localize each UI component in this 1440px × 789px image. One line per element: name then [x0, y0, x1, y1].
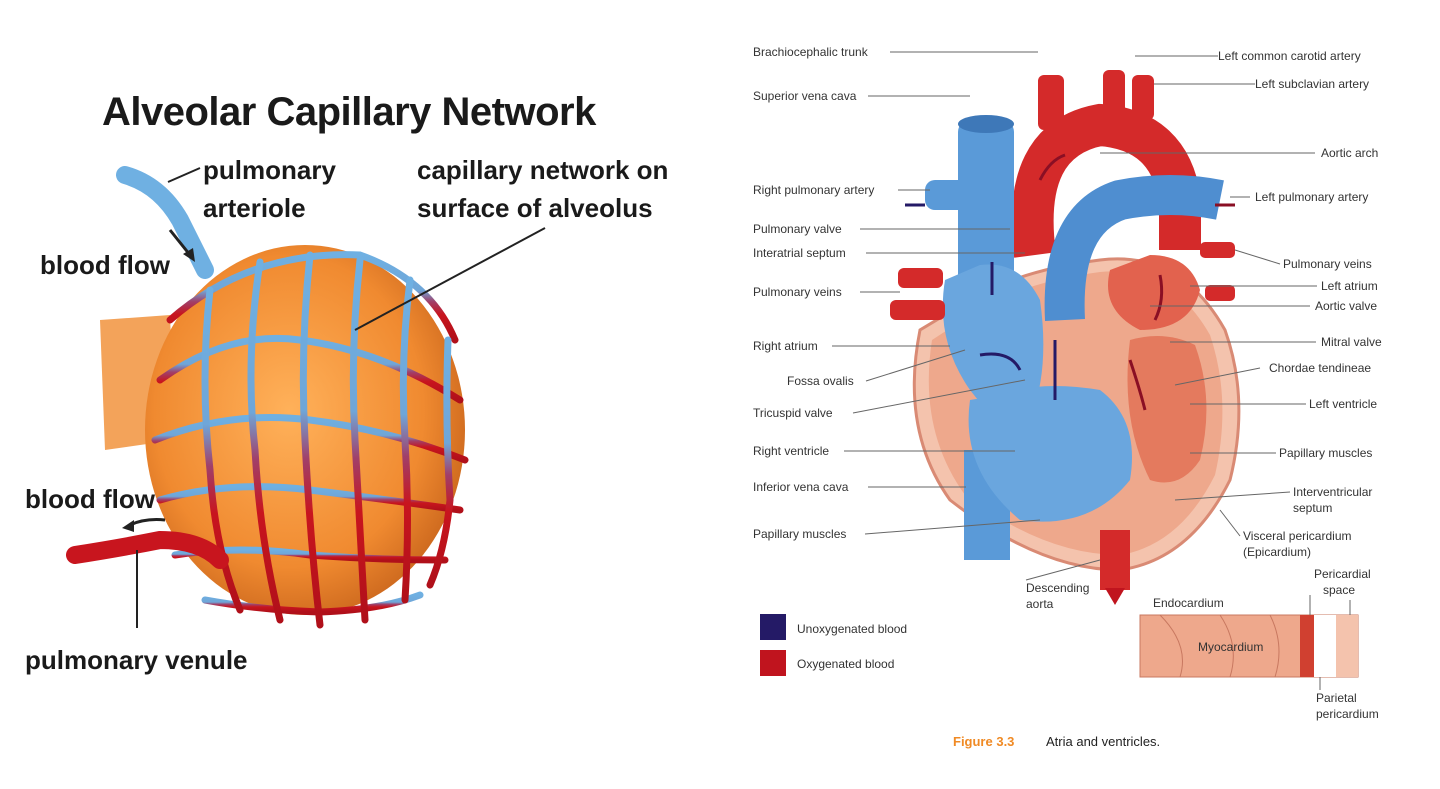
left-atrium — [1108, 255, 1200, 330]
figure-number: Figure 3.3 — [953, 734, 1015, 749]
unoxygenated-flow-arrows — [905, 203, 1057, 400]
label-interventricular: Interventricular — [1293, 485, 1373, 499]
label-pulmonary-venule: pulmonary venule — [25, 645, 248, 675]
label-epicardium: (Epicardium) — [1243, 545, 1312, 559]
label-blood-flow-top: blood flow — [40, 250, 170, 280]
blood-flow-arrow-top — [168, 229, 192, 256]
label-pulmonary-veins-right: Pulmonary veins — [1283, 257, 1372, 271]
label-septum: septum — [1293, 501, 1333, 515]
label-descending-2: aorta — [1026, 597, 1054, 611]
label-pulmonary-arteriole-1: pulmonary — [203, 155, 336, 185]
label-left-pulmonary-artery: Left pulmonary artery — [1255, 190, 1369, 204]
left-ventricle — [1127, 336, 1207, 483]
capillary-leader-line — [354, 227, 546, 331]
label-right-pulmonary-artery: Right pulmonary artery — [753, 183, 875, 197]
left-common-carotid — [1103, 70, 1125, 115]
label-brachiocephalic-trunk: Brachiocephalic trunk — [753, 45, 868, 59]
legend-label-oxygenated: Oxygenated blood — [797, 657, 895, 671]
label-right-ventricle: Right ventricle — [753, 444, 830, 458]
pulmonary-arteriole — [116, 166, 214, 279]
label-papillary-muscles-left: Papillary muscles — [753, 527, 847, 541]
legend-swatch-oxygenated — [760, 650, 786, 676]
pericardium-layers-inset — [1139, 595, 1359, 690]
label-right-atrium: Right atrium — [753, 339, 818, 353]
label-pericardial-2: space — [1323, 583, 1356, 597]
pulmonary-trunk — [1044, 175, 1224, 321]
label-papillary-muscles-right: Papillary muscles — [1279, 446, 1373, 460]
label-aortic-arch: Aortic arch — [1321, 146, 1379, 160]
right-pulmonary-artery — [925, 180, 975, 210]
label-blood-flow-bottom: blood flow — [25, 484, 155, 514]
alveolus-title: Alveolar Capillary Network — [102, 90, 596, 134]
right-ventricle — [968, 386, 1132, 522]
alveolus-illustration — [66, 166, 546, 629]
descending-aorta — [1100, 530, 1130, 590]
label-fossa-ovalis: Fossa ovalis — [787, 374, 854, 388]
label-mitral-valve: Mitral valve — [1321, 335, 1382, 349]
label-interatrial-septum: Interatrial septum — [753, 246, 846, 260]
label-capillary-network-2: surface of alveolus — [417, 193, 653, 223]
label-left-atrium: Left atrium — [1321, 279, 1378, 293]
label-visceral-pericardium: Visceral pericardium — [1243, 529, 1352, 543]
arteriole-leader-line — [167, 167, 201, 183]
capillary-network — [151, 251, 469, 629]
label-myocardium: Myocardium — [1198, 640, 1264, 654]
label-inferior-vena-cava: Inferior vena cava — [753, 480, 849, 494]
label-descending-1: Descending — [1026, 581, 1090, 595]
label-pulmonary-valve: Pulmonary valve — [753, 222, 842, 236]
label-endocardium: Endocardium — [1153, 596, 1224, 610]
brachiocephalic-trunk — [1038, 75, 1064, 130]
legend-label-unoxygenated: Unoxygenated blood — [797, 622, 908, 636]
label-left-common-carotid-artery: Left common carotid artery — [1218, 49, 1361, 63]
label-tricuspid-valve: Tricuspid valve — [753, 406, 833, 420]
label-left-ventricle: Left ventricle — [1309, 397, 1378, 411]
label-chordae-tendineae: Chordae tendineae — [1269, 361, 1372, 375]
alveolar-capillary-panel: Alveolar Capillary Network pulmonary art… — [25, 90, 669, 675]
left-subclavian — [1132, 75, 1154, 120]
legend-swatch-unoxygenated — [760, 614, 786, 640]
right-atrium — [942, 264, 1044, 422]
label-parietal-2: pericardium — [1316, 707, 1379, 721]
label-left-subclavian-artery: Left subclavian artery — [1255, 77, 1370, 91]
heart-leader-lines — [832, 51, 1317, 581]
figure-caption: Atria and ventricles. — [1046, 734, 1161, 749]
pulmonary-venule — [66, 530, 229, 569]
heart-panel: Brachiocephalic trunk Superior vena cava… — [720, 0, 1440, 789]
heart-illustration — [832, 51, 1359, 690]
pulmonary-veins — [890, 242, 1235, 320]
blood-flow-arrow-bottom — [129, 518, 166, 527]
label-pericardial-1: Pericardial — [1314, 567, 1371, 581]
oxygenated-flow-arrows — [1038, 153, 1235, 411]
label-superior-vena-cava: Superior vena cava — [753, 89, 857, 103]
label-pulmonary-veins-left: Pulmonary veins — [753, 285, 842, 299]
label-aortic-valve: Aortic valve — [1315, 299, 1378, 313]
label-parietal-1: Parietal — [1316, 691, 1357, 705]
label-capillary-network-1: capillary network on — [417, 155, 669, 185]
label-pulmonary-arteriole-2: arteriole — [203, 193, 306, 223]
aortic-arch — [1011, 103, 1201, 258]
